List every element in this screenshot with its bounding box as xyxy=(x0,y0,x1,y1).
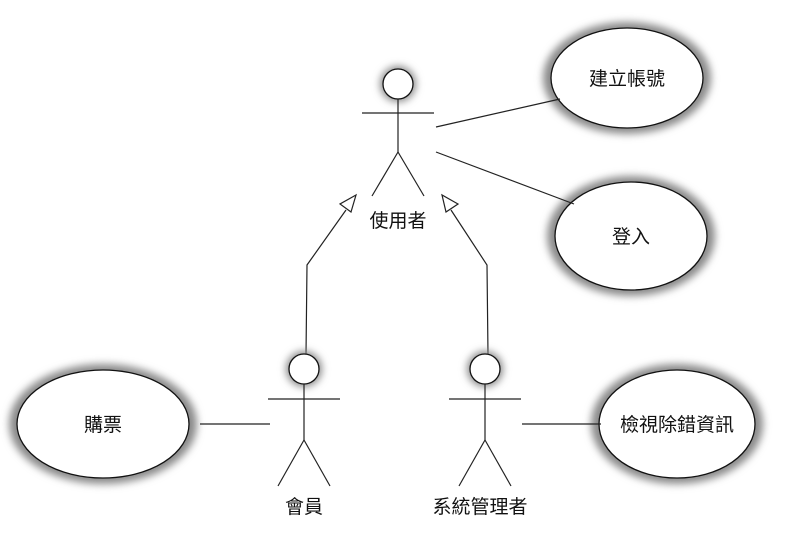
use-case-label: 登入 xyxy=(612,226,650,248)
actor-left-leg xyxy=(458,439,486,487)
association-user-login xyxy=(435,151,575,205)
actor-right-leg xyxy=(303,439,331,487)
actor-right-leg xyxy=(484,439,512,487)
actor-label: 使用者 xyxy=(369,210,426,232)
actor-label: 系統管理者 xyxy=(432,496,527,518)
actor-left-leg xyxy=(277,439,305,487)
actor-head xyxy=(382,68,414,100)
generalization-line xyxy=(450,209,489,356)
use-case-create-account: 建立帳號 xyxy=(543,22,711,134)
actor-head xyxy=(288,353,320,385)
generalization-arrowhead xyxy=(441,193,460,213)
generalization-member-user xyxy=(305,193,357,356)
use-case-label: 建立帳號 xyxy=(589,68,665,90)
use-case-ellipse xyxy=(16,369,190,479)
actor-label: 會員 xyxy=(285,496,323,518)
use-case-ellipse xyxy=(550,27,704,129)
generalization-admin-user xyxy=(441,193,489,356)
use-case-login: 登入 xyxy=(547,176,715,296)
actor-left-leg xyxy=(371,151,399,197)
generalization-arrowhead xyxy=(338,193,357,213)
use-case-label: 購票 xyxy=(84,414,122,436)
actor-head xyxy=(469,353,501,385)
use-case-view-debug-info: 檢視除錯資訊 xyxy=(591,364,763,484)
use-case-label: 檢視除錯資訊 xyxy=(620,414,734,436)
actor-user: 使用者 xyxy=(362,66,434,232)
actor-member: 會員 xyxy=(268,351,340,518)
actor-right-leg xyxy=(397,151,425,197)
association-user-create-account xyxy=(435,98,561,128)
use-case-buy-ticket: 購票 xyxy=(9,364,197,484)
actor-admin: 系統管理者 xyxy=(432,351,528,518)
use-case-ellipse xyxy=(554,181,708,291)
generalization-line xyxy=(305,209,347,356)
